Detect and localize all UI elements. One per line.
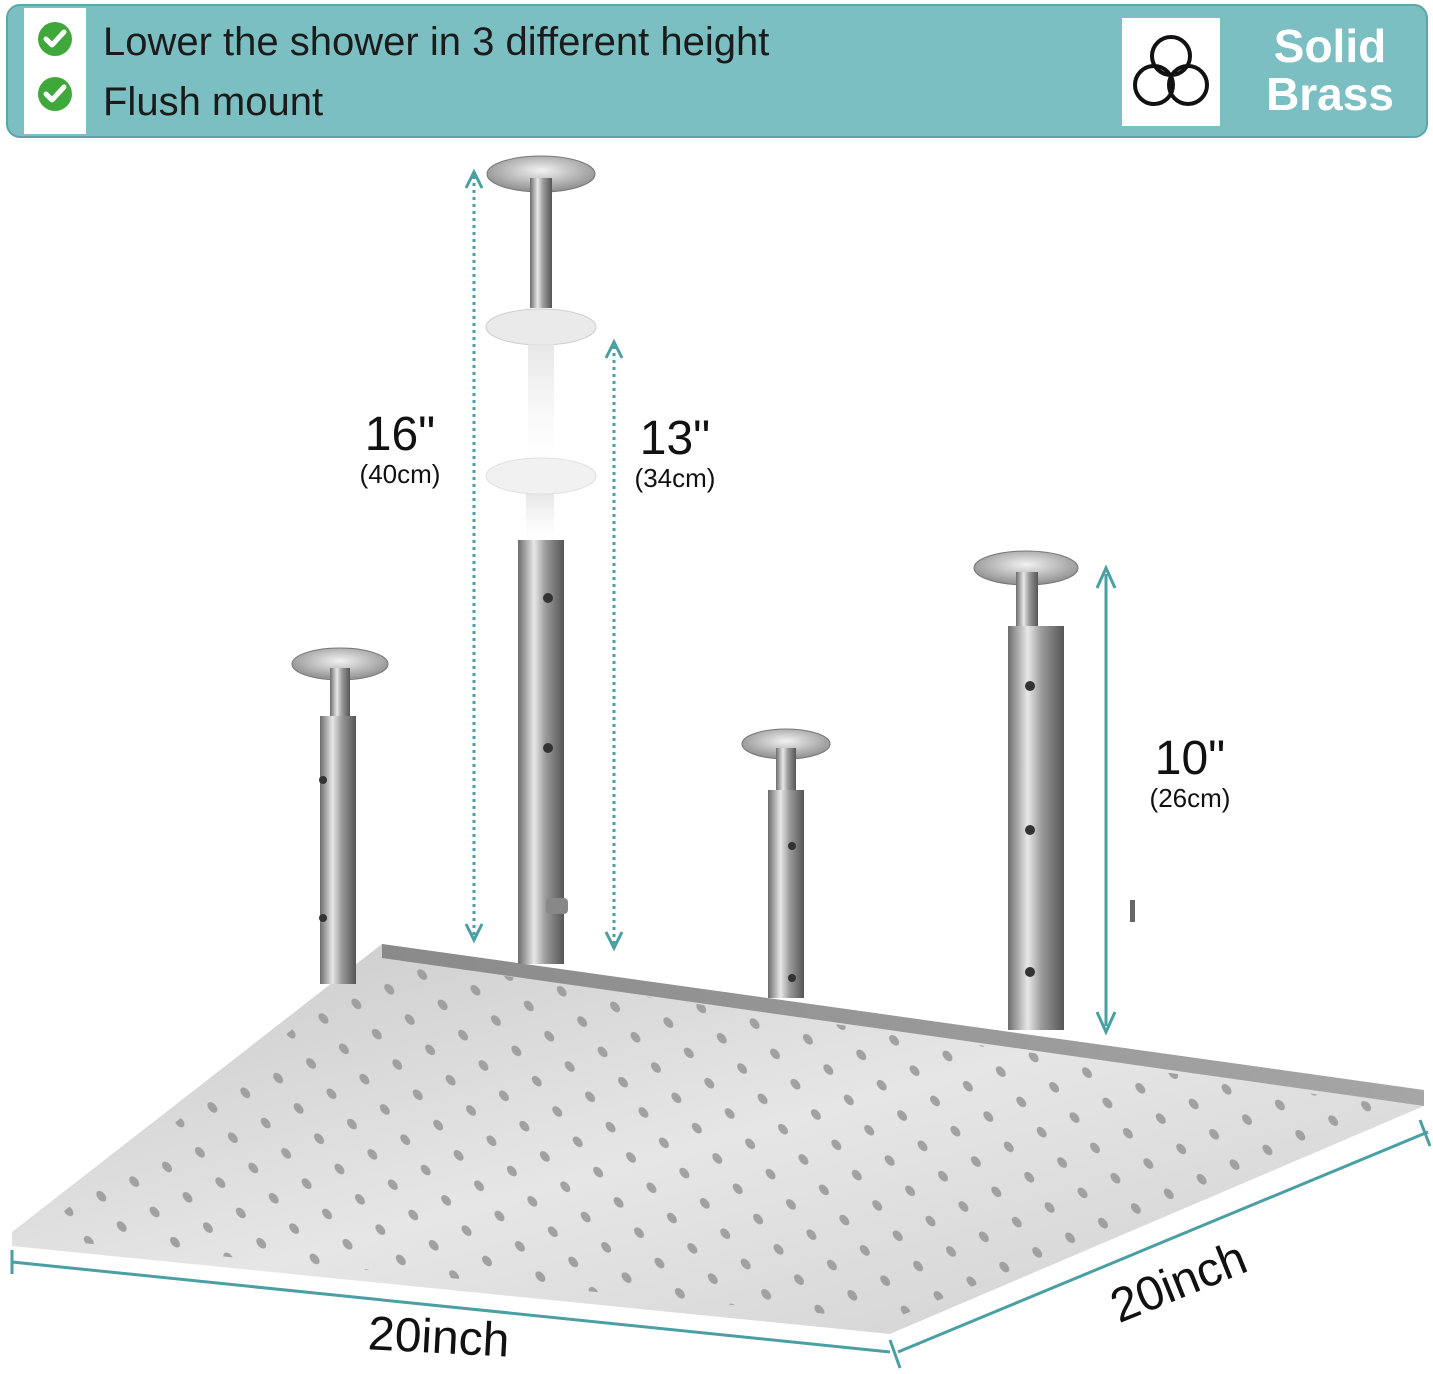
three-rings-icon bbox=[1122, 18, 1220, 126]
support-rod-left bbox=[291, 647, 389, 984]
support-rod-right bbox=[973, 550, 1079, 1030]
green-check-icon bbox=[38, 22, 72, 56]
dimension-inches: 16" bbox=[364, 408, 436, 461]
dimension-label-16in: 16" (40cm) bbox=[345, 408, 455, 489]
dimension-cm: (34cm) bbox=[634, 463, 716, 493]
feature-height: Lower the shower in 3 different height bbox=[103, 20, 770, 64]
shower-plate bbox=[12, 944, 1424, 1334]
front-width-label: 20inch bbox=[366, 1307, 511, 1368]
dimension-inches: 10" bbox=[1154, 732, 1226, 785]
support-rod-short bbox=[741, 728, 831, 998]
dimension-inches: 13" bbox=[639, 412, 711, 465]
feature-flush-mount: Flush mount bbox=[103, 80, 324, 124]
feature-banner: Lower the shower in 3 different height F… bbox=[6, 4, 1428, 138]
height-dimension-16 bbox=[464, 168, 484, 944]
height-dimension-13 bbox=[604, 338, 624, 952]
width-dimension-lines bbox=[10, 1119, 1432, 1369]
check-strip bbox=[24, 8, 86, 134]
dimension-cm: (26cm) bbox=[1149, 783, 1231, 813]
dimension-label-10in: 10" (26cm) bbox=[1135, 732, 1245, 813]
dimension-label-13in: 13" (34cm) bbox=[620, 412, 730, 493]
dimension-cm: (40cm) bbox=[359, 459, 441, 489]
support-rod-center bbox=[485, 155, 597, 964]
green-check-icon bbox=[38, 77, 72, 111]
height-dimension-10 bbox=[1095, 564, 1117, 1036]
tick-mark bbox=[1130, 900, 1135, 922]
material-label: Solid Brass bbox=[1266, 20, 1394, 120]
